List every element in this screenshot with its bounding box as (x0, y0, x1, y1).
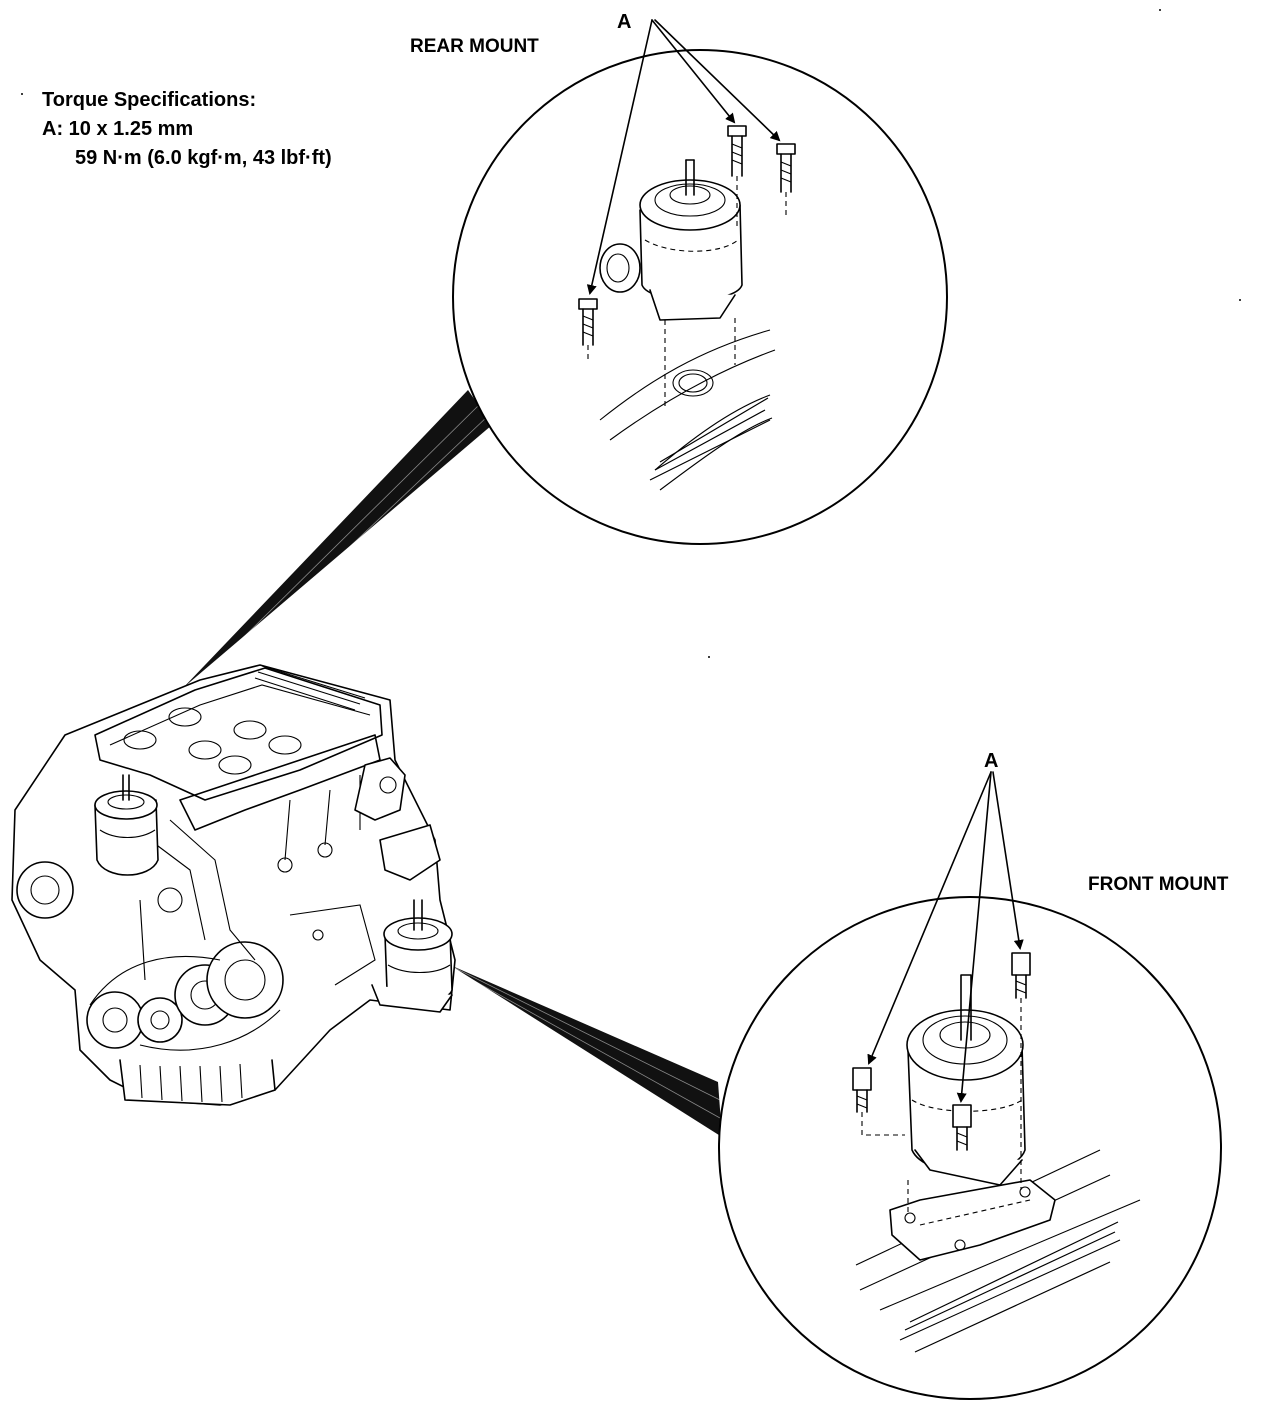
rear-mount-title: REAR MOUNT (410, 36, 539, 57)
engine-front-mount (371, 899, 453, 1013)
torque-spec-value: 59 N·m (6.0 kgf·m, 43 lbf·ft) (75, 147, 332, 169)
rear-bolt-mid-icon (727, 125, 747, 177)
front-bolt-right-icon (1011, 952, 1031, 999)
front-callout-arrows (867, 771, 1024, 1103)
front-bolt-left-icon (852, 1067, 872, 1113)
rear-bolt-right-icon (776, 143, 796, 193)
rear-callout-a: A (617, 11, 631, 33)
torque-spec-bolt-size: A: 10 x 1.25 mm (42, 118, 194, 140)
front-mount-detail (718, 896, 1222, 1400)
front-mount-leader (450, 965, 722, 1137)
front-bolt-center-icon (952, 1104, 972, 1151)
engine-illustration (11, 664, 456, 1106)
rear-mount-detail (452, 49, 948, 545)
front-callout-a: A (984, 750, 998, 772)
rear-callout-arrows (586, 19, 781, 295)
torque-specifications: Torque Specifications: A: 10 x 1.25 mm 5… (42, 86, 332, 173)
rear-bolt-left-icon (578, 298, 598, 346)
engine-rear-mount (94, 774, 159, 876)
front-mount-title: FRONT MOUNT (1088, 874, 1229, 895)
torque-spec-heading: Torque Specifications: (42, 89, 257, 111)
rear-mount-leader (183, 390, 492, 693)
